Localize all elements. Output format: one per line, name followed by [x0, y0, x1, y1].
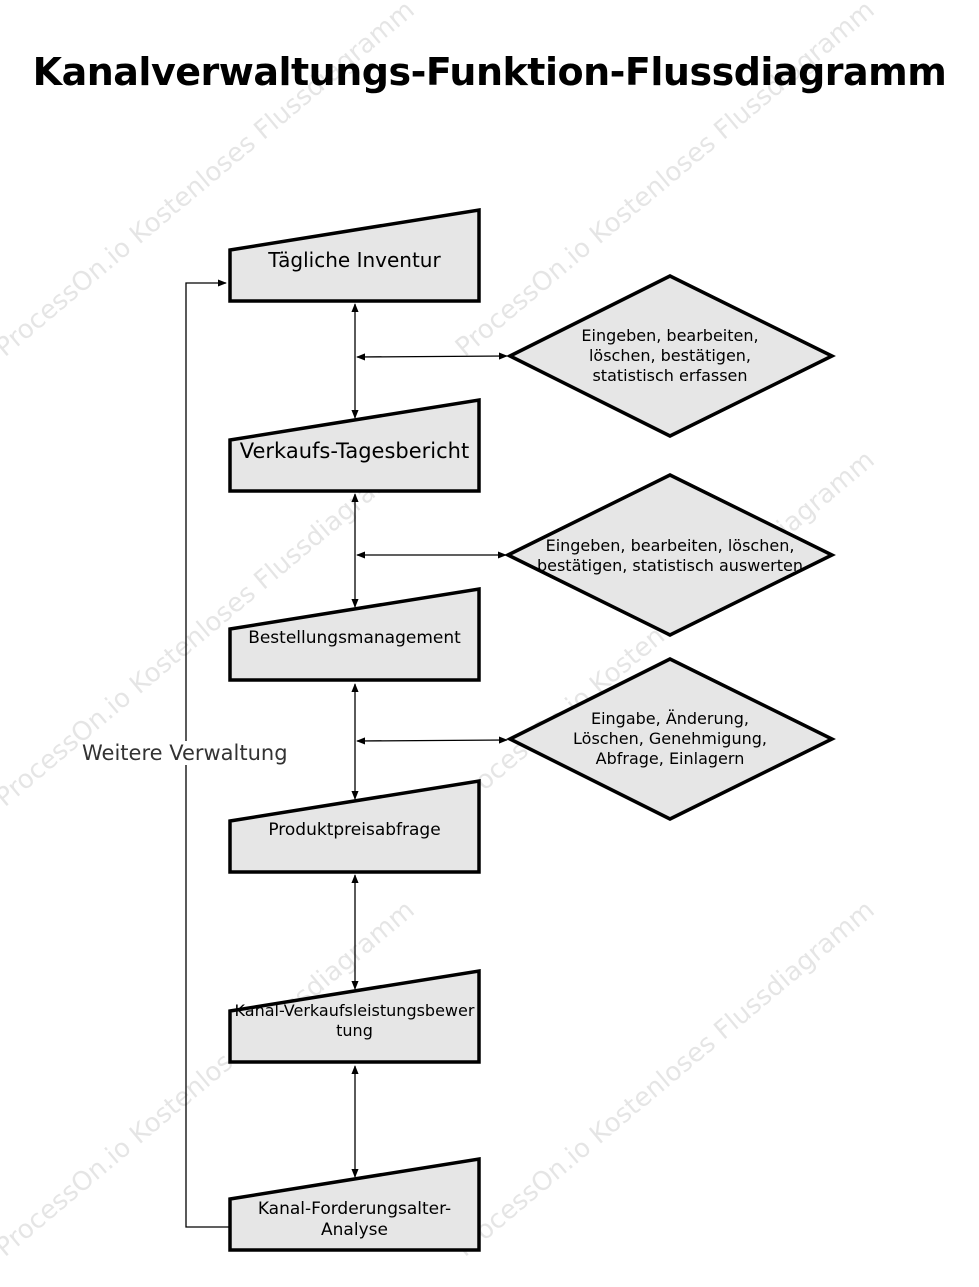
page-title: Kanalverwaltungs-Funktion-Flussdiagramm [32, 50, 947, 94]
decision-shape-d2 [504, 473, 836, 637]
loop-label: Weitere Verwaltung [80, 741, 290, 765]
process-shape-p1 [228, 207, 481, 303]
process-label-p2: Verkaufs-Tagesbericht [239, 438, 470, 463]
process-shape-p5 [228, 968, 481, 1064]
decision-label-d1: Eingeben, bearbeiten, löschen, bestätige… [581, 326, 759, 385]
decision-label-d2: Eingeben, bearbeiten, löschen, bestätige… [536, 536, 804, 575]
process-shape-p3 [228, 586, 481, 682]
process-label-p5: Kanal-Verkaufsleistungsbewertung [234, 1001, 475, 1040]
process-label-p6: Kanal-Forderungsalter-Analyse [257, 1198, 452, 1240]
process-shape-p4 [228, 778, 481, 874]
process-label-p1: Tägliche Inventur [268, 247, 441, 272]
process-label-p3: Bestellungsmanagement [248, 628, 461, 649]
decision-shape-d3 [506, 657, 836, 821]
decision-shape-d1 [506, 274, 836, 438]
decision-label-d3: Eingabe, Änderung, Löschen, Genehmigung,… [573, 709, 767, 768]
process-label-p4: Produktpreisabfrage [268, 820, 441, 841]
process-shape-p6 [228, 1156, 481, 1252]
connector-to-d1 [356, 352, 508, 361]
process-shape-p2 [228, 397, 481, 493]
connector-to-d3 [356, 736, 508, 745]
